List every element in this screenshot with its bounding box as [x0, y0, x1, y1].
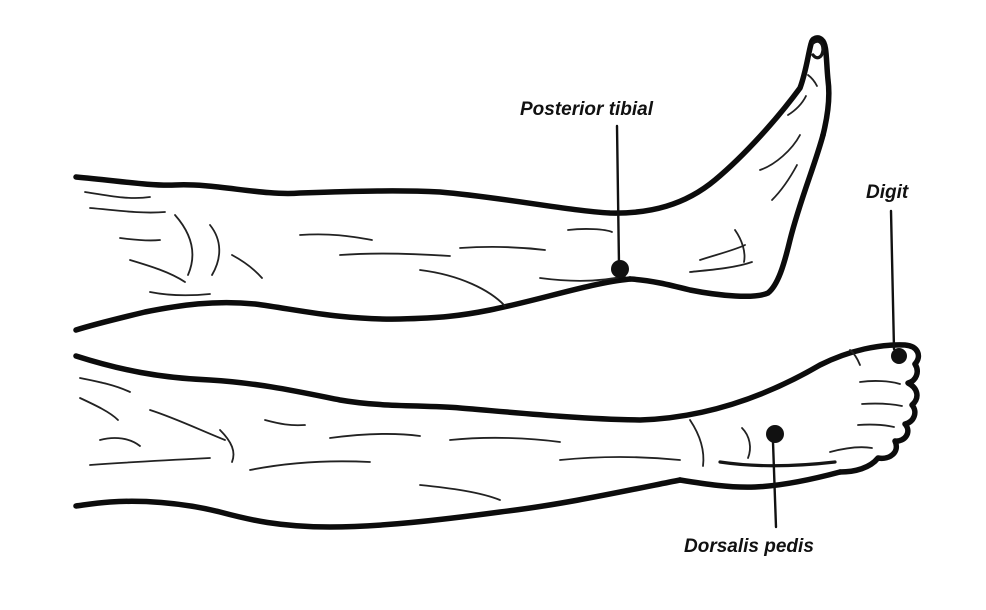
digit-marker: [891, 211, 907, 364]
posterior-tibial-label: Posterior tibial: [520, 99, 654, 120]
digit-leader-line: [891, 211, 894, 349]
digit-label: Digit: [866, 182, 909, 203]
upper-leg-sole-outline: [630, 135, 823, 296]
lower-leg: [76, 345, 918, 527]
upper-leg-toe-cap: [813, 41, 823, 57]
digit-pulse-point: [891, 348, 907, 364]
posterior-tibial-leader-line: [617, 126, 619, 265]
posterior-tibial-pulse-point: [611, 260, 629, 278]
lower-leg-top-outline: [76, 345, 918, 420]
lower-leg-sole-outline: [680, 472, 840, 487]
lower-leg-bottom-outline: [76, 480, 680, 527]
upper-leg: [76, 38, 829, 330]
upper-leg-top-outline: [76, 38, 829, 213]
upper-leg-bottom-outline: [76, 279, 630, 330]
posterior-tibial-marker: [611, 126, 629, 278]
dorsalis-pedis-label: Dorsalis pedis: [684, 536, 814, 557]
dorsalis-pedis-pulse-point: [766, 425, 784, 443]
dorsalis-pedis-marker: [766, 425, 784, 527]
dorsalis-pedis-leader-line: [773, 442, 776, 527]
